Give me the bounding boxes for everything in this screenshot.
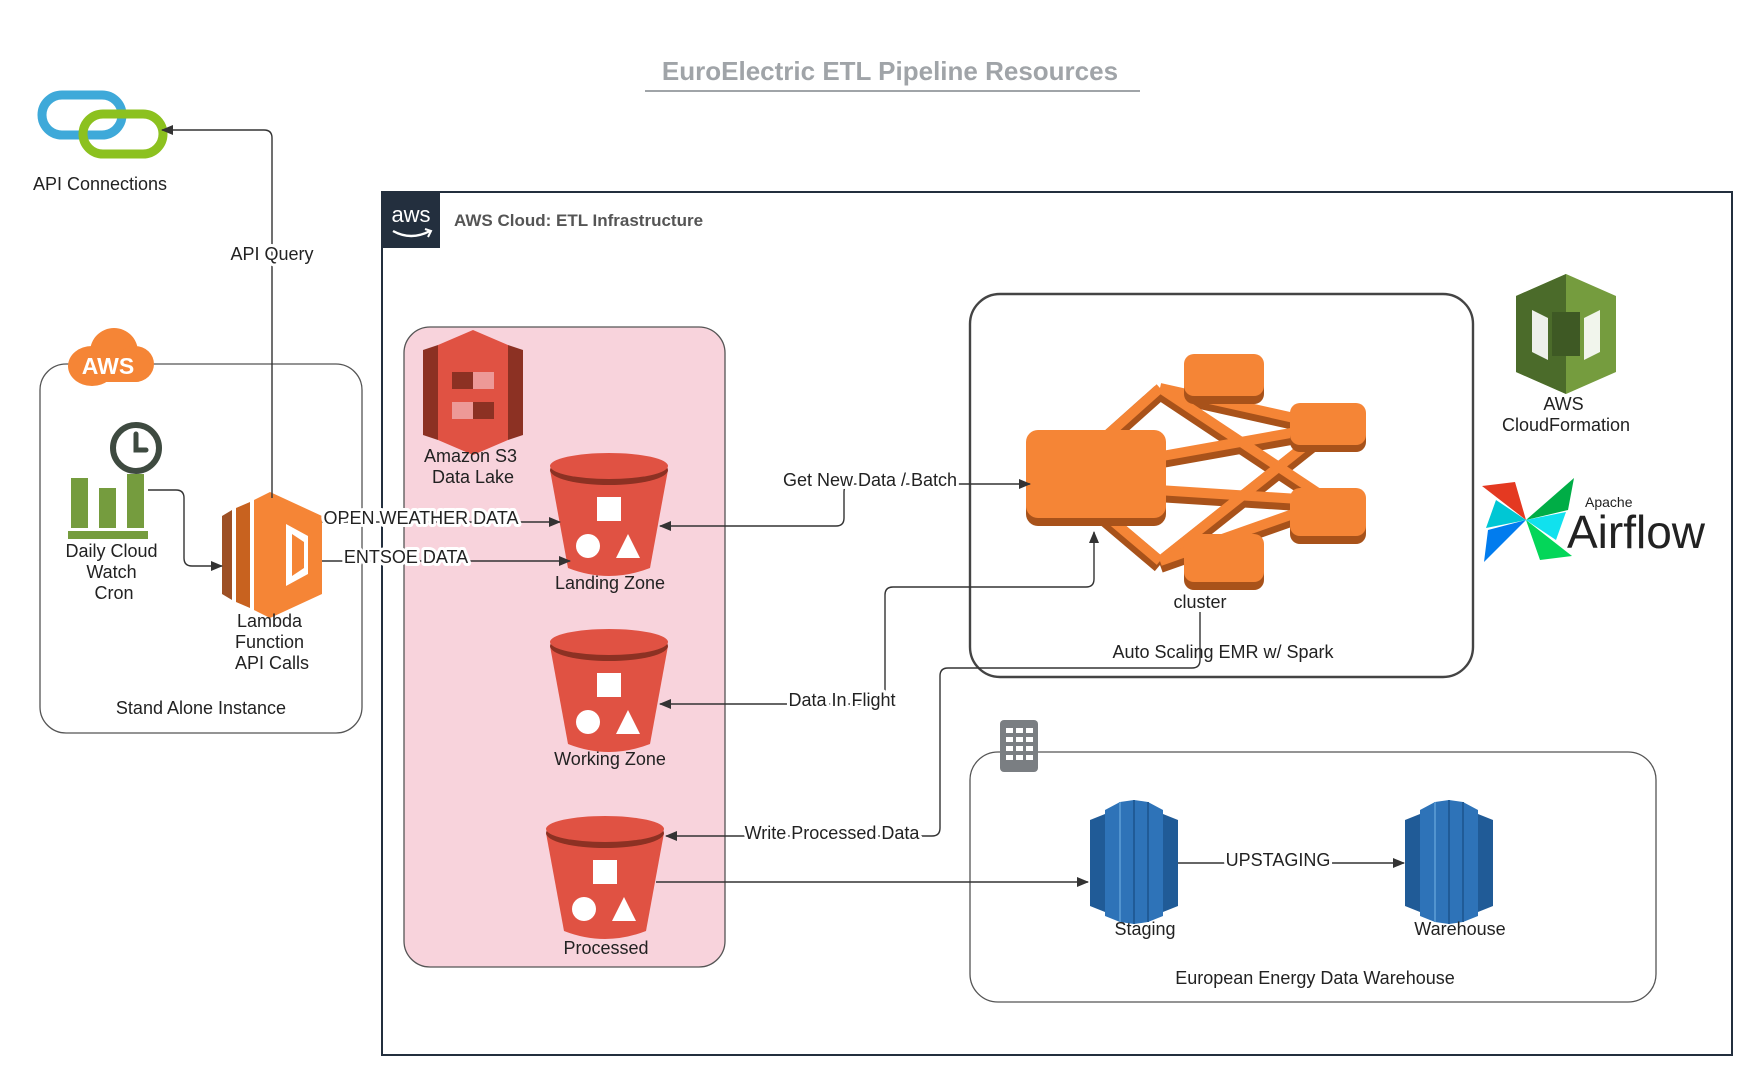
warehouse-group bbox=[969, 751, 1657, 1003]
aws-cloud-title: AWS Cloud: ETL Infrastructure bbox=[454, 211, 703, 230]
open-weather-label: OPEN WEATHER DATA bbox=[323, 508, 518, 528]
processed-label: Processed bbox=[563, 938, 648, 958]
airflow-apache-label: Apache bbox=[1585, 494, 1633, 510]
api-query-label: API Query bbox=[230, 244, 313, 264]
emr-cluster-icon bbox=[1026, 354, 1366, 590]
lambda-label: Lambda Function API Calls bbox=[235, 611, 309, 673]
working-zone-label: Working Zone bbox=[554, 749, 666, 769]
lambda-function-icon bbox=[222, 492, 322, 618]
get-new-data-connector bbox=[659, 479, 1031, 531]
aws-cloudformation-icon bbox=[1516, 274, 1616, 394]
apache-airflow-logo-icon bbox=[1482, 478, 1574, 562]
cron-label: Daily Cloud Watch Cron bbox=[65, 541, 162, 603]
standalone-instance-label: Stand Alone Instance bbox=[116, 698, 286, 718]
staging-label: Staging bbox=[1114, 919, 1175, 939]
svg-text:aws: aws bbox=[391, 202, 430, 227]
emr-group-label: Auto Scaling EMR w/ Spark bbox=[1112, 642, 1334, 662]
entsoe-label: ENTSOE DATA bbox=[344, 547, 468, 567]
working-zone-bucket-icon bbox=[550, 629, 668, 752]
write-processed-label: Write Processed Data bbox=[745, 823, 921, 843]
landing-zone-label: Landing Zone bbox=[555, 573, 665, 593]
amazon-s3-icon bbox=[423, 330, 523, 455]
s3-label: Amazon S3 Data Lake bbox=[424, 446, 522, 487]
cron-to-lambda-connector bbox=[148, 489, 223, 571]
standalone-instance-group bbox=[39, 363, 363, 734]
cloudwatch-cron-icon bbox=[68, 422, 162, 539]
landing-zone-bucket-icon bbox=[550, 453, 668, 576]
redshift-warehouse-icon bbox=[1405, 800, 1493, 924]
page-title: EuroElectric ETL Pipeline Resources bbox=[662, 56, 1118, 86]
cloudformation-label: AWS CloudFormation bbox=[1502, 394, 1630, 435]
aws-cloud-group bbox=[381, 191, 1733, 1056]
processed-bucket-icon bbox=[546, 816, 664, 939]
api-query-connector bbox=[161, 125, 273, 498]
corporate-data-center-icon bbox=[1000, 720, 1038, 772]
aws-logo-icon: aws bbox=[382, 192, 440, 248]
aws-cloud-badge-icon: AWS bbox=[68, 328, 154, 386]
svg-text:AWS: AWS bbox=[82, 353, 134, 379]
api-connections-icon bbox=[37, 90, 168, 159]
emr-cluster-label: cluster bbox=[1173, 592, 1226, 612]
warehouse-label: Warehouse bbox=[1414, 919, 1505, 939]
airflow-label: Airflow bbox=[1567, 506, 1706, 558]
write-processed-connector bbox=[665, 612, 1201, 841]
redshift-staging-icon bbox=[1090, 800, 1178, 924]
get-new-data-label: Get New Data / Batch bbox=[783, 470, 957, 490]
data-in-flight-label: Data In Flight bbox=[788, 690, 895, 710]
data-in-flight-connector bbox=[659, 531, 1099, 709]
warehouse-group-label: European Energy Data Warehouse bbox=[1175, 968, 1455, 988]
upstaging-label: UPSTAGING bbox=[1226, 850, 1331, 870]
api-connections-label: API Connections bbox=[33, 174, 167, 194]
